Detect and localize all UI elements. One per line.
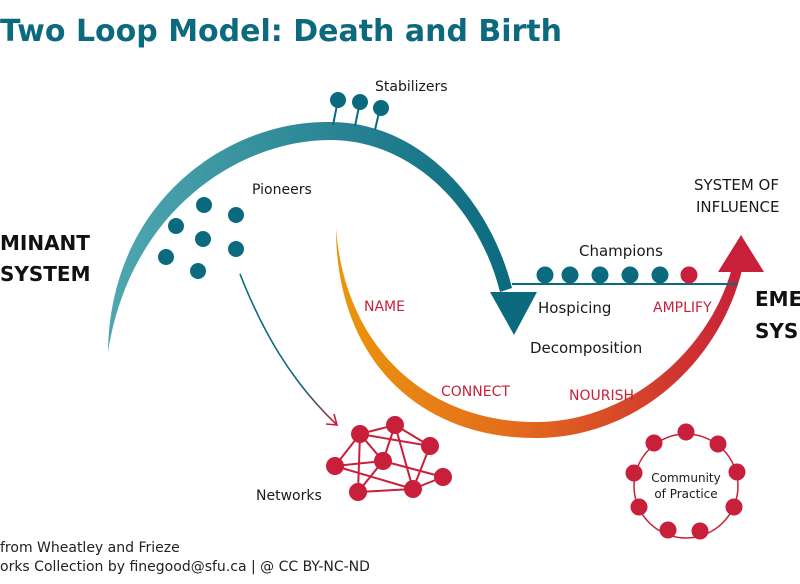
pioneer-dot xyxy=(228,241,244,257)
community-node xyxy=(630,498,648,516)
hospicing-label: Hospicing xyxy=(538,299,611,317)
stabilizer-dot xyxy=(373,100,389,116)
network-node xyxy=(386,416,404,434)
pioneer-dot xyxy=(195,231,211,247)
champion-dot xyxy=(621,266,639,284)
action-name: NAME xyxy=(364,299,405,315)
pioneer-dot xyxy=(196,197,212,213)
network-node xyxy=(404,480,422,498)
arrow-tip xyxy=(325,413,339,426)
pioneer-dot xyxy=(190,263,206,279)
community-node xyxy=(659,521,677,539)
networks-label: Networks xyxy=(256,488,322,504)
action-nourish: NOURISH xyxy=(569,388,634,404)
networks-graph xyxy=(326,416,452,501)
stabilizers-label: Stabilizers xyxy=(375,79,448,95)
network-node xyxy=(434,468,452,486)
community-node xyxy=(709,435,727,453)
emerging-loop-arc xyxy=(336,228,742,439)
pioneers-label: Pioneers xyxy=(252,182,312,198)
community-node xyxy=(691,522,709,540)
stabilizers-pins xyxy=(330,92,389,131)
action-amplify: AMPLIFY xyxy=(653,300,712,316)
network-node xyxy=(421,437,439,455)
rise-arrow-head xyxy=(718,235,764,272)
pioneer-dot xyxy=(228,207,244,223)
community-node xyxy=(728,463,746,481)
network-node xyxy=(351,425,369,443)
champions-label: Champions xyxy=(579,242,663,260)
champion-dot xyxy=(591,266,609,284)
system-of-influence-label-2: INFLUENCE xyxy=(696,198,780,216)
pioneers-to-networks-arrow xyxy=(239,273,337,425)
community-node xyxy=(645,434,663,452)
community-label-2: of Practice xyxy=(654,487,717,501)
network-node xyxy=(349,483,367,501)
network-node xyxy=(326,457,344,475)
footer-attribution-2: orks Collection by finegood@sfu.ca | @ C… xyxy=(0,559,370,575)
champion-dot-red xyxy=(680,266,698,284)
champion-dot xyxy=(561,266,579,284)
pioneers-dots xyxy=(158,197,244,279)
dominant-system-label-1: MINANT xyxy=(0,231,90,255)
pioneer-dot xyxy=(158,249,174,265)
system-of-influence-label-1: SYSTEM OF xyxy=(694,176,779,194)
pioneer-dot xyxy=(168,218,184,234)
network-node xyxy=(374,452,392,470)
community-ring xyxy=(625,423,746,540)
community-node xyxy=(725,498,743,516)
decline-arrow-head xyxy=(490,292,537,335)
stabilizer-dot xyxy=(352,94,368,110)
footer-attribution-1: from Wheatley and Frieze xyxy=(0,540,180,556)
stabilizer-dot xyxy=(330,92,346,108)
action-connect: CONNECT xyxy=(441,384,510,400)
emerging-system-label-1: EME xyxy=(755,287,800,311)
page-title: Two Loop Model: Death and Birth xyxy=(0,14,563,49)
community-node xyxy=(625,464,643,482)
dominant-loop-arc xyxy=(108,121,512,352)
dominant-system-label-2: SYSTEM xyxy=(0,262,91,286)
champions-dots xyxy=(536,266,698,284)
emerging-system-label-2: SYS xyxy=(755,319,798,343)
champion-dot xyxy=(536,266,554,284)
community-label-1: Community xyxy=(651,471,720,485)
community-node xyxy=(677,423,695,441)
champion-dot xyxy=(651,266,669,284)
decomposition-label: Decomposition xyxy=(530,339,642,357)
